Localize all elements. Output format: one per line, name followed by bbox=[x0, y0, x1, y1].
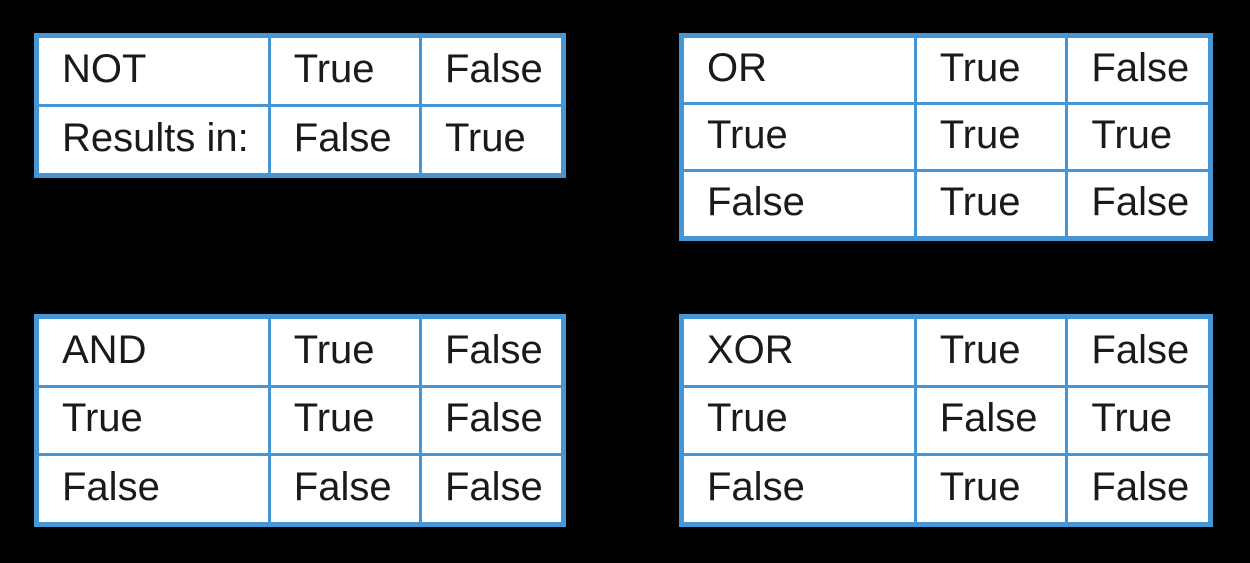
table-row: True True False bbox=[35, 384, 566, 457]
operator-cell: AND bbox=[35, 315, 271, 388]
table-header-row: OR True False bbox=[680, 33, 1212, 106]
table-header-row: NOT True False bbox=[35, 34, 566, 107]
or-truth-table: OR True False True True True False True … bbox=[679, 33, 1213, 241]
header-true-cell: True bbox=[913, 315, 1069, 388]
xor-truth-table: XOR True False True False True False Tru… bbox=[679, 314, 1213, 527]
row-label-cell: True bbox=[35, 384, 271, 457]
header-true-cell: True bbox=[267, 34, 422, 107]
value-cell: False bbox=[1065, 453, 1212, 526]
value-cell: True bbox=[913, 102, 1069, 172]
table-row: False True False bbox=[680, 168, 1212, 241]
header-true-cell: True bbox=[913, 33, 1069, 106]
value-cell: False bbox=[418, 384, 566, 457]
not-truth-table: NOT True False Results in: False True bbox=[34, 33, 566, 178]
value-cell: False bbox=[267, 453, 422, 526]
value-cell: True bbox=[418, 104, 566, 177]
table-row: True True True bbox=[680, 102, 1212, 172]
table-row: True False True bbox=[680, 384, 1212, 457]
header-false-cell: False bbox=[1065, 315, 1212, 388]
header-true-cell: True bbox=[267, 315, 422, 388]
value-cell: False bbox=[913, 384, 1069, 457]
operator-cell: OR bbox=[680, 33, 917, 106]
row-label-cell: False bbox=[680, 168, 917, 241]
value-cell: False bbox=[267, 104, 422, 177]
and-truth-table: AND True False True True False False Fal… bbox=[34, 314, 566, 527]
row-label-cell: False bbox=[35, 453, 271, 526]
row-label-cell: True bbox=[680, 384, 917, 457]
table-row: False True False bbox=[680, 453, 1212, 526]
header-false-cell: False bbox=[418, 315, 566, 388]
table-header-row: AND True False bbox=[35, 315, 566, 388]
value-cell: True bbox=[913, 168, 1069, 241]
operator-cell: NOT bbox=[35, 34, 271, 107]
operator-cell: XOR bbox=[680, 315, 917, 388]
value-cell: False bbox=[418, 453, 566, 526]
row-label-cell: True bbox=[680, 102, 917, 172]
table-row: Results in: False True bbox=[35, 104, 566, 177]
table-row: False False False bbox=[35, 453, 566, 526]
value-cell: True bbox=[1065, 102, 1212, 172]
header-false-cell: False bbox=[418, 34, 566, 107]
row-label-cell: False bbox=[680, 453, 917, 526]
row-label-cell: Results in: bbox=[35, 104, 271, 177]
header-false-cell: False bbox=[1065, 33, 1212, 106]
value-cell: True bbox=[267, 384, 422, 457]
value-cell: False bbox=[1065, 168, 1212, 241]
value-cell: True bbox=[913, 453, 1069, 526]
table-header-row: XOR True False bbox=[680, 315, 1212, 388]
value-cell: True bbox=[1065, 384, 1212, 457]
